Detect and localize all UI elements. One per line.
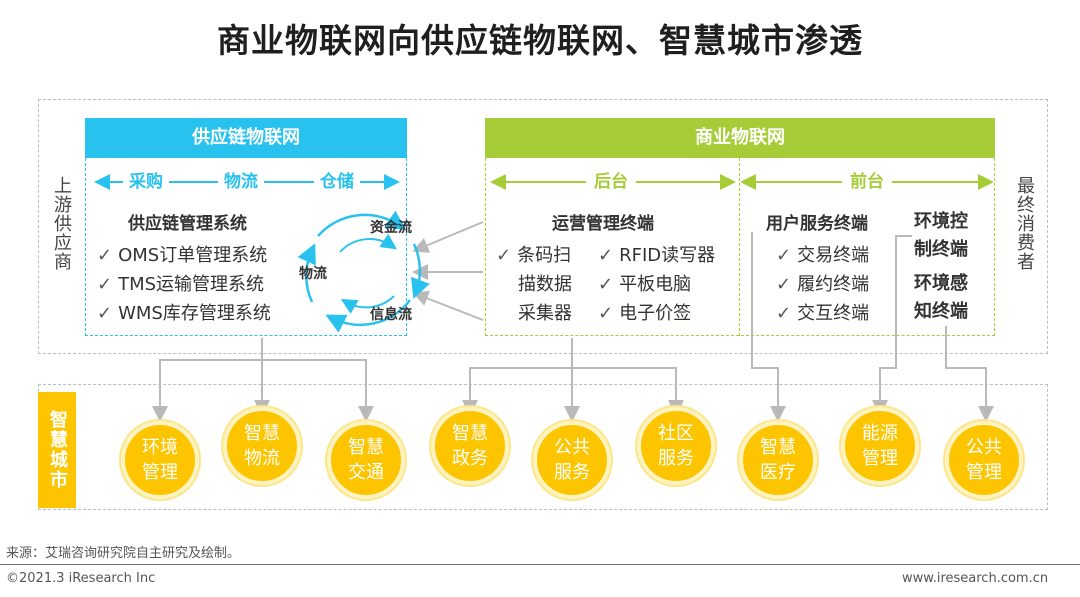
check-icon: ✓ bbox=[776, 303, 792, 324]
flow-cycle-outer bbox=[317, 210, 407, 237]
check-icon: ✓ bbox=[97, 303, 113, 324]
front-office-subtitle: 用户服务终端 bbox=[766, 214, 868, 234]
city-public-service: 公共服务 bbox=[533, 421, 611, 499]
check-icon: ✓ bbox=[496, 245, 512, 266]
check-icon: ✓ bbox=[598, 303, 614, 324]
end-consumer-label: 最终消费者 bbox=[1014, 176, 1035, 271]
copyright-text: ©2021.3 iResearch Inc bbox=[6, 571, 156, 586]
flow-logistics: 物流 bbox=[299, 266, 327, 282]
stage-procurement: 采购 bbox=[123, 173, 169, 191]
city-community-service: 社区服务 bbox=[637, 407, 715, 485]
flow-capital: 资金流 bbox=[370, 220, 412, 236]
website-link[interactable]: www.iresearch.com.cn bbox=[902, 571, 1049, 586]
city-smart-government: 智慧政务 bbox=[431, 407, 509, 485]
supply-chain-subtitle: 供应链管理系统 bbox=[128, 214, 247, 234]
smart-city-label: 智慧城市 bbox=[38, 392, 76, 508]
back-office-col2: ✓RFID读写器 ✓平板电脑 ✓电子价签 bbox=[598, 245, 716, 324]
upstream-supplier-label: 上游供应商 bbox=[51, 176, 72, 271]
front-office-items: ✓交易终端 ✓履约终端 ✓交互终端 bbox=[776, 245, 870, 324]
city-smart-logistics: 智慧物流 bbox=[223, 407, 301, 485]
city-energy-management: 能源管理 bbox=[841, 407, 919, 485]
flow-cycle-inner bbox=[339, 233, 397, 253]
stage-logistics: 物流 bbox=[218, 173, 264, 191]
check-icon: ✓ bbox=[776, 245, 792, 266]
check-icon: ✓ bbox=[97, 274, 113, 295]
value-chain-frame bbox=[38, 99, 1048, 354]
check-icon: ✓ bbox=[598, 274, 614, 295]
list-item: ✓TMS运输管理系统 bbox=[97, 274, 265, 295]
city-smart-transport: 智慧交通 bbox=[327, 421, 405, 499]
flow-information: 信息流 bbox=[370, 307, 412, 323]
stage-warehousing: 仓储 bbox=[314, 173, 360, 191]
city-smart-healthcare: 智慧医疗 bbox=[739, 421, 817, 499]
back-office-subtitle: 运营管理终端 bbox=[552, 214, 654, 234]
back-office-col1: ✓条码扫 描数据 采集器 bbox=[496, 245, 572, 324]
supply-chain-header: 供应链物联网 bbox=[85, 118, 407, 158]
city-public-management: 公共管理 bbox=[945, 421, 1023, 499]
env-sensing-terminal: 环境感 知终端 bbox=[914, 273, 968, 322]
front-back-divider bbox=[739, 158, 740, 336]
city-connectors bbox=[152, 232, 994, 422]
list-item: ✓WMS库存管理系统 bbox=[97, 303, 271, 324]
supply-chain-items: ✓OMS订单管理系统 ✓TMS运输管理系统 ✓WMS库存管理系统 bbox=[97, 241, 271, 328]
page-title: 商业物联网向供应链物联网、智慧城市渗透 bbox=[217, 21, 863, 60]
source-note: 来源：艾瑞咨询研究院自主研究及绘制。 bbox=[6, 546, 241, 561]
footer-divider bbox=[0, 564, 1080, 565]
feedback-arrow-3 bbox=[412, 290, 484, 321]
stage-front-office: 前台 bbox=[842, 173, 892, 191]
check-icon: ✓ bbox=[598, 245, 614, 266]
stage-back-office: 后台 bbox=[586, 173, 636, 191]
city-environment-management: 环境管理 bbox=[121, 421, 199, 499]
check-icon: ✓ bbox=[776, 274, 792, 295]
feedback-arrow-1 bbox=[412, 221, 484, 253]
list-item: ✓OMS订单管理系统 bbox=[97, 245, 268, 266]
env-control-terminal: 环境控 制终端 bbox=[914, 211, 968, 260]
check-icon: ✓ bbox=[97, 245, 113, 266]
commercial-iot-header: 商业物联网 bbox=[485, 118, 995, 158]
